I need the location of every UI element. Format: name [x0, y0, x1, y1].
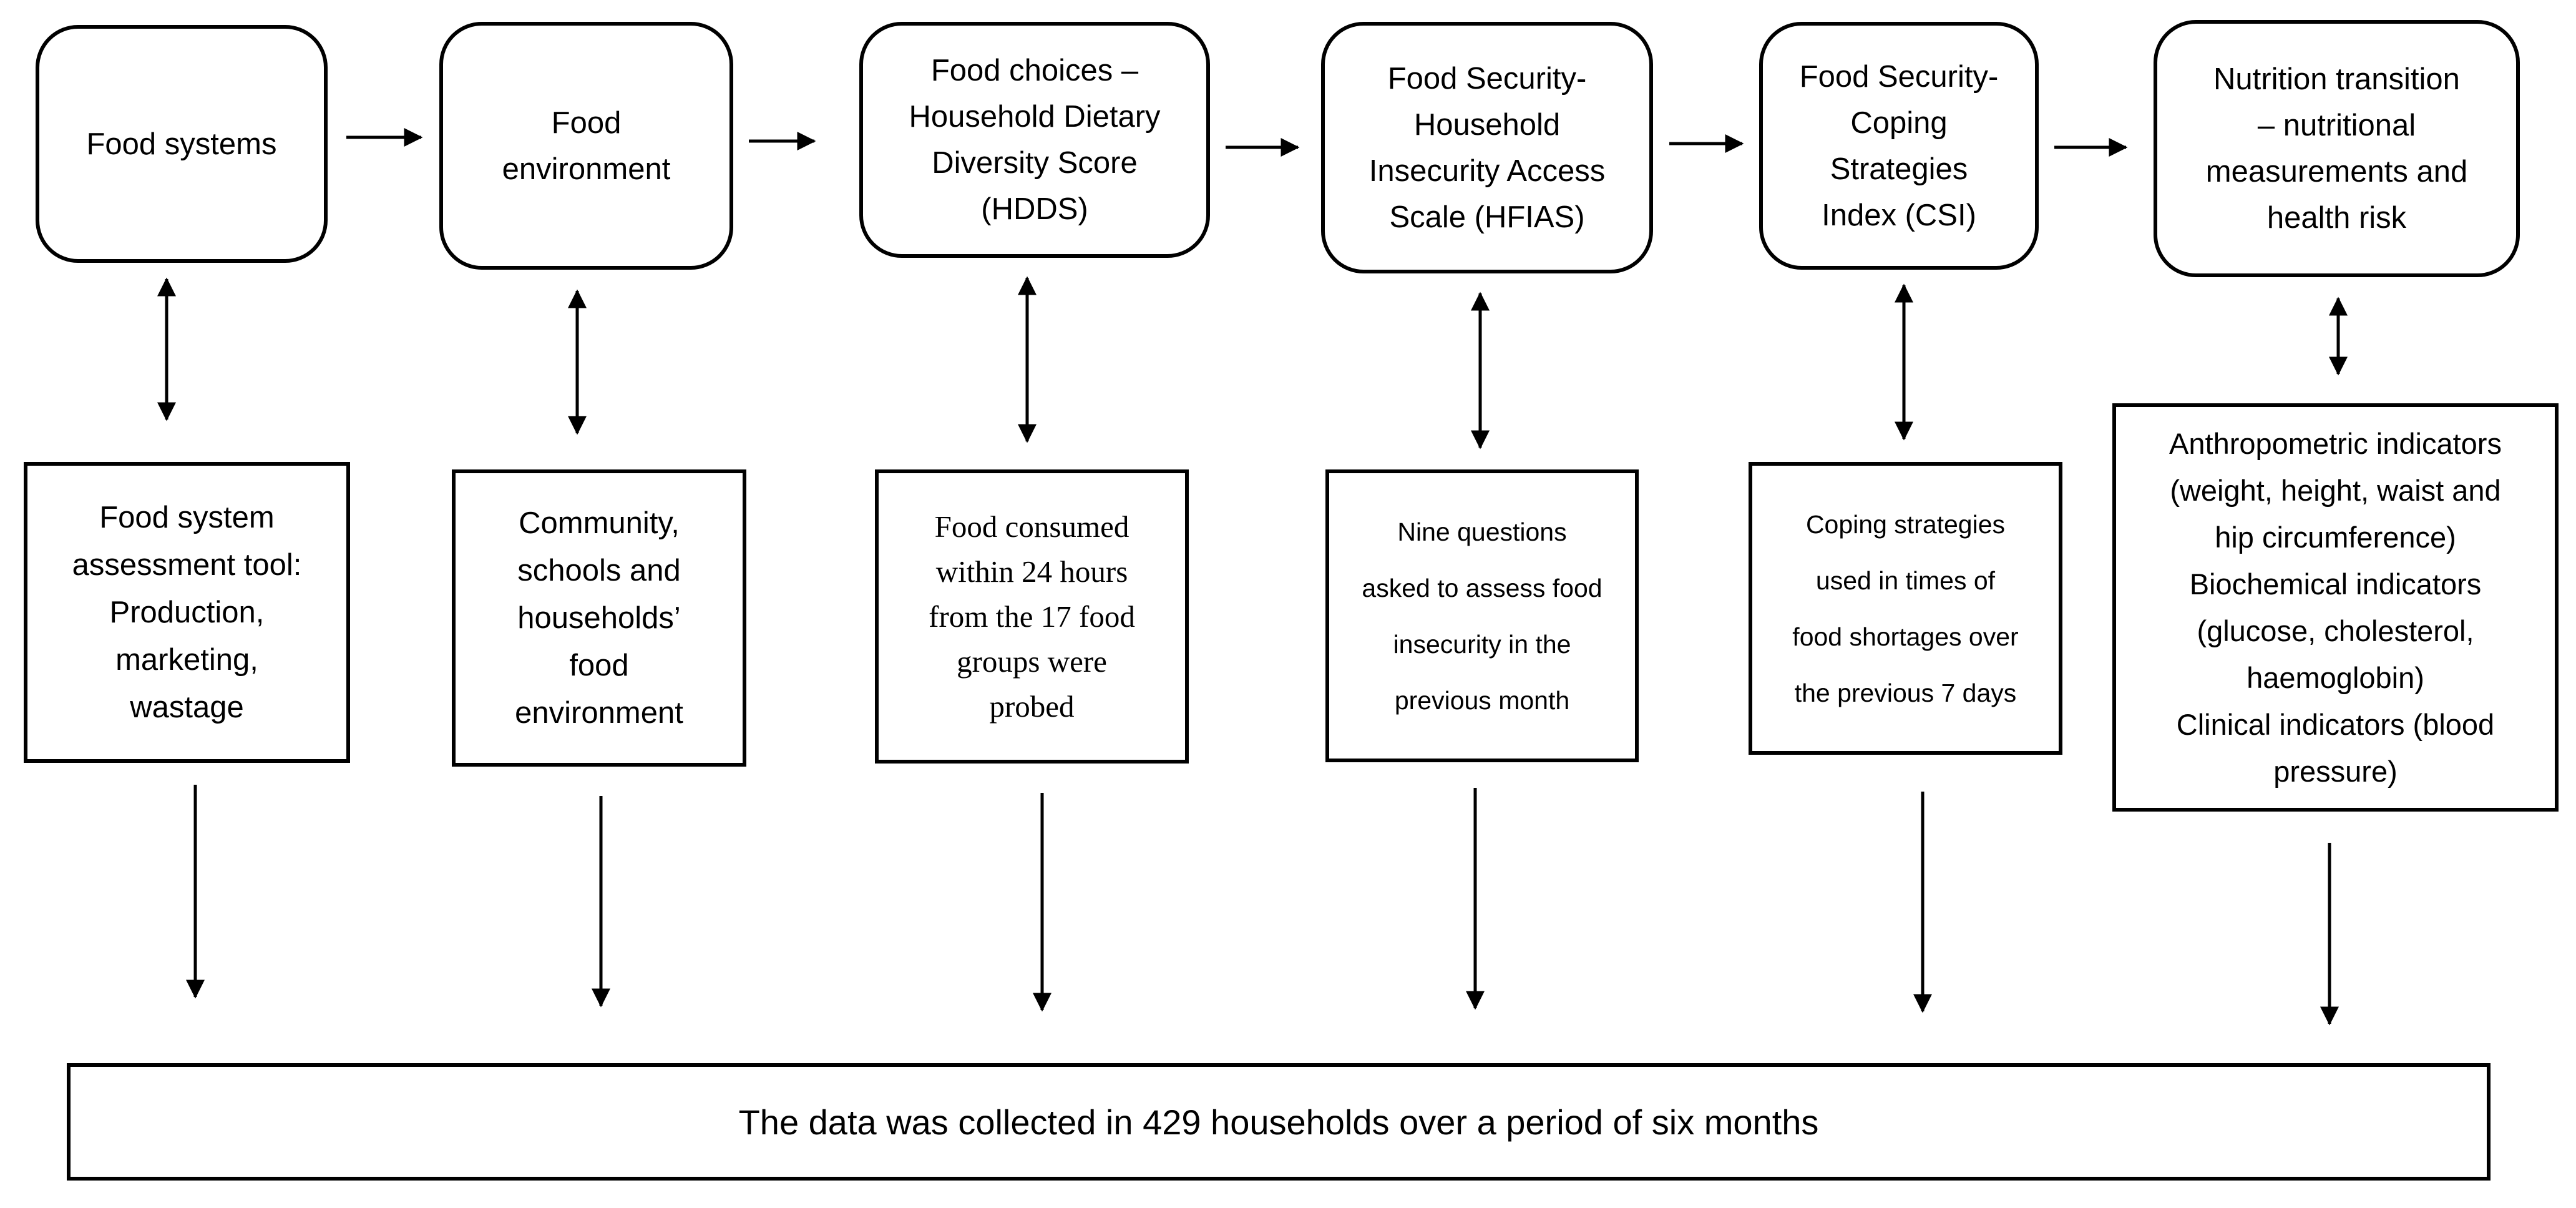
detail-csi: Coping strategies used in times of food … [1749, 462, 2062, 755]
detail-food-choices: Food consumed within 24 hours from the 1… [875, 469, 1189, 764]
detail-nutrition-transition-text: Anthropometric indicators (weight, heigh… [2169, 427, 2502, 788]
stage-food-environment-label: Food environment [502, 106, 671, 186]
summary-box: The data was collected in 429 households… [67, 1063, 2491, 1181]
detail-food-systems-text: Food system assessment tool: Production,… [72, 501, 302, 724]
stage-csi: Food Security- Coping Strategies Index (… [1759, 22, 2039, 270]
detail-food-choices-text: Food consumed within 24 hours from the 1… [929, 509, 1135, 724]
detail-food-systems: Food system assessment tool: Production,… [24, 462, 350, 763]
stage-nutrition-transition-label: Nutrition transition – nutritional measu… [2205, 62, 2468, 235]
stage-food-systems-label: Food systems [86, 127, 277, 161]
detail-food-environment: Community, schools and households’ food … [452, 469, 746, 767]
stage-food-environment: Food environment [439, 22, 733, 270]
detail-hfias: Nine questions asked to assess food inse… [1325, 469, 1639, 762]
stage-hfias-label: Food Security- Household Insecurity Acce… [1368, 61, 1606, 234]
stage-food-choices: Food choices – Household Dietary Diversi… [859, 22, 1210, 258]
stage-hfias: Food Security- Household Insecurity Acce… [1321, 22, 1653, 273]
stage-food-systems: Food systems [36, 25, 328, 263]
detail-nutrition-transition: Anthropometric indicators (weight, heigh… [2112, 403, 2559, 812]
detail-food-environment-text: Community, schools and households’ food … [515, 506, 683, 730]
stage-csi-label: Food Security- Coping Strategies Index (… [1799, 59, 1999, 232]
summary-text: The data was collected in 429 households… [738, 1102, 1819, 1142]
stage-nutrition-transition: Nutrition transition – nutritional measu… [2154, 20, 2520, 277]
stage-food-choices-label: Food choices – Household Dietary Diversi… [909, 54, 1161, 226]
detail-csi-text: Coping strategies used in times of food … [1792, 509, 2019, 707]
detail-hfias-text: Nine questions asked to assess food inse… [1362, 517, 1603, 715]
